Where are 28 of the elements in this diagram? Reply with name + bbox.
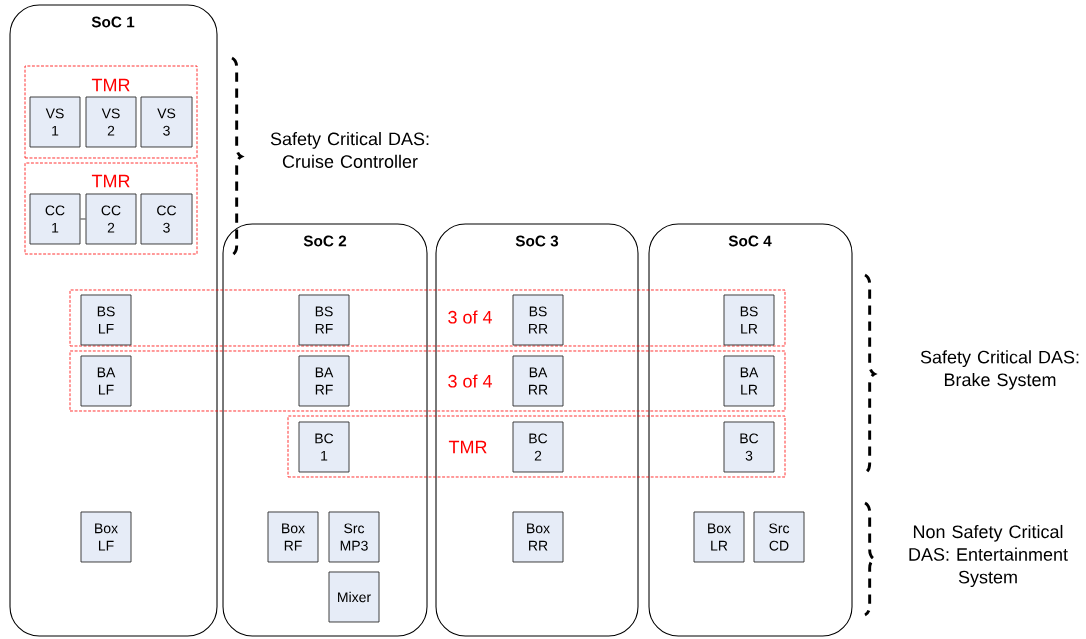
component-box: BC 3: [723, 421, 775, 473]
component-box: VS 2: [85, 96, 137, 148]
component-box: CC 3: [140, 193, 193, 245]
component-box: Mixer: [328, 571, 380, 623]
component-box: BA LR: [723, 355, 775, 407]
component-box: BA LF: [80, 355, 132, 407]
component-box: CC 2: [85, 193, 137, 245]
component-box: Src MP3: [328, 511, 380, 563]
group-label: Non Safety Critical DAS: Entertainment System: [909, 524, 1068, 588]
component-box: VS 3: [140, 96, 193, 148]
component-box: Src CD: [753, 511, 805, 563]
component-box: BS LF: [80, 294, 132, 346]
component-box: BA RF: [298, 355, 350, 407]
component-box: Box LR: [693, 511, 745, 563]
component-box: BC 1: [298, 421, 350, 473]
component-box: Box LF: [80, 511, 132, 563]
component-box: BA RR: [512, 355, 564, 407]
connector-line: [80, 218, 86, 220]
component-box: Box RR: [512, 511, 564, 563]
component-box: BS RF: [298, 294, 350, 346]
component-box: BC 2: [512, 421, 564, 473]
component-box: CC 1: [29, 193, 81, 245]
group-label: Safety Critical DAS: Brake System: [920, 350, 1079, 390]
group-label: Safety Critical DAS: Cruise Controller: [270, 132, 429, 168]
component-box: Box RF: [267, 511, 319, 563]
component-box: VS 1: [29, 96, 81, 148]
component-box: BS RR: [512, 294, 564, 346]
component-box: BS LR: [723, 294, 775, 346]
